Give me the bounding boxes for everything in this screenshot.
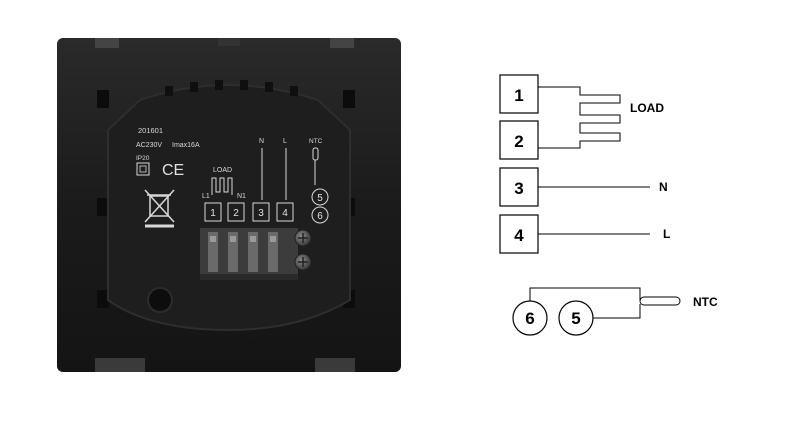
terminal-box-1 xyxy=(499,74,539,114)
load-heater-wire xyxy=(538,86,621,149)
double-insulation-icon xyxy=(136,162,150,176)
thermostat-back-photo: 201601 AC230V Imax16A IP20 CE LOAD L1 N1… xyxy=(57,38,401,372)
ntc-wire-6 xyxy=(529,287,641,301)
sensor-circle-6-label: 6 xyxy=(525,309,534,328)
terminal-labels: 1 2 3 4 xyxy=(204,202,294,222)
terminal-box-1-label: 1 xyxy=(514,86,523,105)
label-n1: N1 xyxy=(237,193,246,200)
terminal-box-4-label: 4 xyxy=(514,226,524,245)
diagram-load-label: LOAD xyxy=(630,101,664,115)
ce-mark: CE xyxy=(162,162,184,179)
wiring-diagram: 1 2 3 4 LOAD N L 6 5 NTC xyxy=(499,74,718,336)
ntc-wire-5 xyxy=(593,304,641,319)
terminal-box-2-label: 2 xyxy=(514,132,523,151)
screw-terminal-block xyxy=(200,228,298,280)
ntc-probe-icon xyxy=(639,296,681,306)
label-n: N xyxy=(259,138,264,145)
sensor-circle-5-label: 5 xyxy=(571,309,580,328)
terminal-box-2 xyxy=(499,120,539,160)
diagram-l-label: L xyxy=(663,227,670,241)
label-l1: L1 xyxy=(202,193,210,200)
terminal-box-4 xyxy=(499,214,539,254)
label-ip: IP20 xyxy=(136,155,150,162)
terminal-box-3-label: 3 xyxy=(514,179,523,198)
diagram-n-label: N xyxy=(659,180,668,194)
label-power: AC230V xyxy=(136,142,162,149)
label-l: L xyxy=(283,138,287,145)
label-current: Imax16A xyxy=(172,142,200,149)
weee-bin-icon xyxy=(144,189,175,228)
terminal-2-label: 2 xyxy=(233,208,239,219)
label-ntc: NTC xyxy=(309,138,323,145)
sensor-5-label: 5 xyxy=(317,193,323,204)
terminal-3-label: 3 xyxy=(258,208,264,219)
sensor-6-label: 6 xyxy=(317,211,323,222)
mounting-hole xyxy=(147,287,173,313)
terminal-housing xyxy=(107,84,351,332)
terminal-1-label: 1 xyxy=(210,208,216,219)
load-heater-icon xyxy=(211,177,233,195)
terminal-4-label: 4 xyxy=(282,208,288,219)
label-load: LOAD xyxy=(213,167,232,174)
diagram-ntc-label: NTC xyxy=(693,295,718,309)
label-model: 201601 xyxy=(138,126,163,135)
